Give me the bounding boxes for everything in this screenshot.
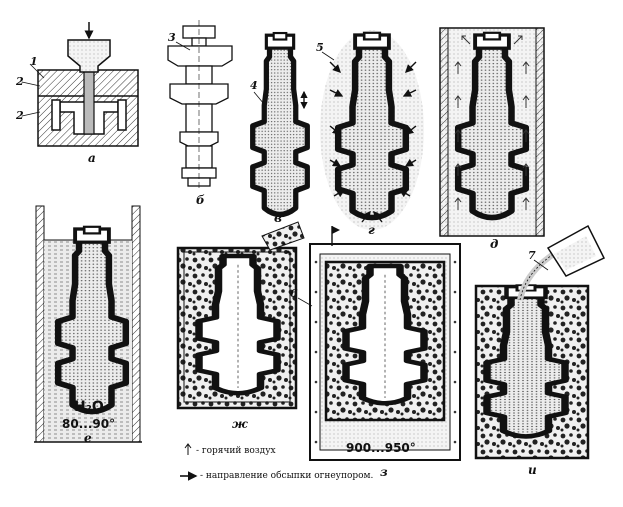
panel-label-a: а [88, 151, 96, 165]
panel-label-z: з [380, 465, 388, 479]
callout-2-upper: 2 [16, 75, 24, 88]
legend-direction-text: - направление обсыпки огнеупором. [200, 471, 374, 481]
water-label: H₂O [74, 399, 104, 415]
panel-a-mould [21, 22, 139, 147]
panel-label-g: г [368, 223, 375, 237]
panel-label-i: и [528, 463, 537, 477]
callout-3: 3 [168, 31, 176, 44]
legend-hot-air-icon [184, 443, 192, 455]
panel-label-b: б [196, 193, 205, 207]
callout-2-lower: 2 [16, 109, 24, 122]
panel-b-pattern [167, 20, 233, 190]
panel-zh-packing [176, 221, 305, 410]
panel-d-drying [439, 27, 545, 237]
callout-6: 6 [290, 287, 298, 300]
callout-7: 7 [528, 249, 536, 262]
panel-i-pouring [474, 224, 606, 460]
temperature-melt-label: 80...90° [62, 417, 116, 431]
callout-5: 5 [316, 41, 324, 54]
panel-label-zh: ж [232, 417, 248, 431]
panel-label-v: в [274, 211, 282, 225]
legend-hot-air-text: - горячий воздух [196, 446, 276, 456]
panel-g-sanding [320, 30, 424, 230]
callout-4: 4 [250, 79, 258, 92]
panel-v-coating [253, 33, 308, 214]
callout-1: 1 [30, 55, 38, 68]
panel-z-firing [297, 226, 461, 461]
panel-e-meltout [34, 205, 142, 443]
panel-label-e: е [84, 431, 92, 445]
temperature-firing-label: 900...950° [346, 441, 416, 455]
panel-label-d: д [490, 237, 499, 251]
